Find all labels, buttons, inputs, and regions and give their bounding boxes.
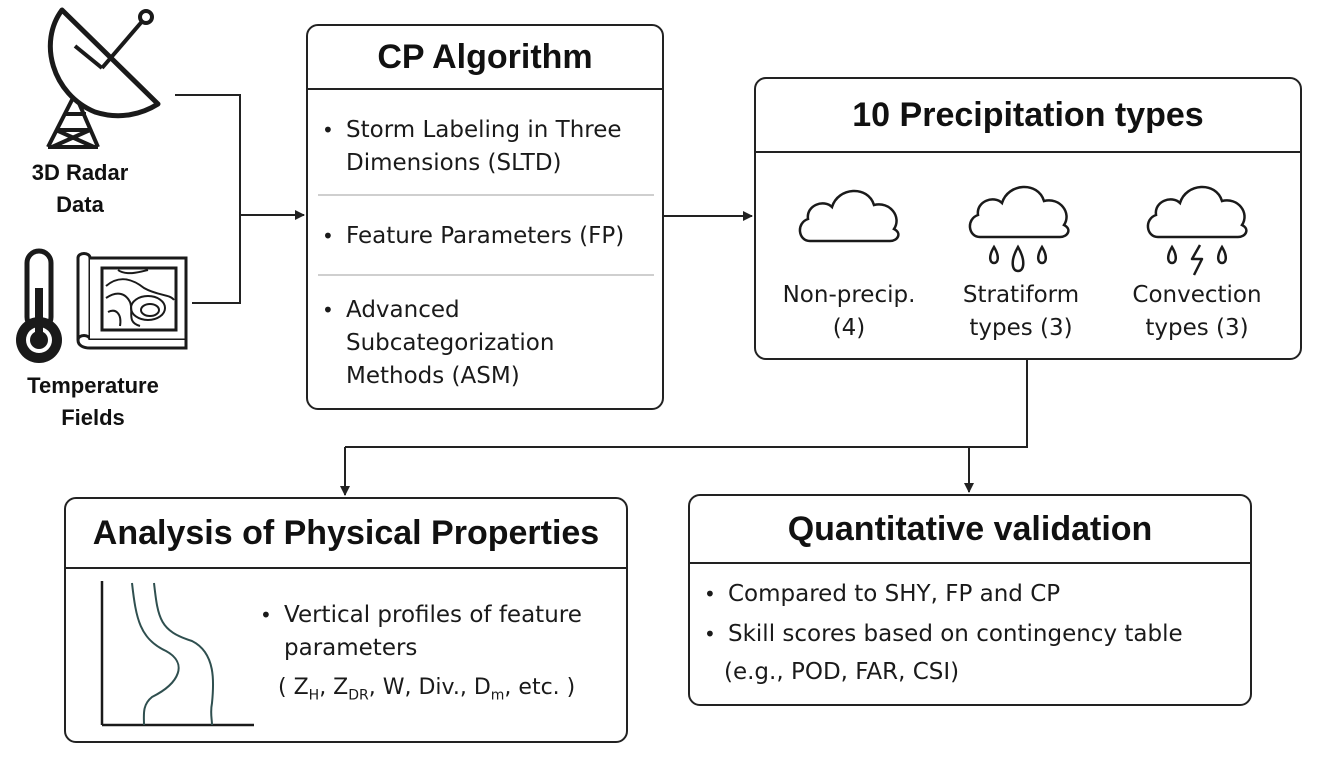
- separator: [318, 274, 654, 276]
- cloud-icon: [798, 189, 900, 243]
- convection-line2: types (3): [1145, 315, 1249, 341]
- precipitation-types-box: 10 Precipitation types Non-precip. (4) S…: [754, 77, 1302, 360]
- asm-item: Advanced Subcategorization Methods (ASM): [346, 294, 554, 393]
- types-to-branch-line: [345, 359, 1028, 448]
- quantitative-validation-box: Quantitative validation • Compared to SH…: [688, 494, 1252, 706]
- vertical-profile-plot: [100, 581, 254, 727]
- non-precip-line1: Non-precip.: [782, 282, 916, 308]
- precipitation-types-title: 10 Precipitation types: [756, 79, 1300, 153]
- vertical-profiles-item: Vertical profiles of feature parameters: [284, 599, 582, 665]
- bullet-dot: •: [322, 118, 334, 142]
- fp-line1: Feature Parameters (FP): [346, 223, 625, 249]
- compared-item: Compared to SHY, FP and CP: [728, 581, 1061, 607]
- fp-item: Feature Parameters (FP): [346, 220, 624, 253]
- convection-line1: Convection: [1132, 282, 1262, 308]
- radar-dish-icon: [46, 7, 161, 149]
- contour-map-icon: [76, 252, 188, 350]
- bullet-dot: •: [704, 582, 716, 606]
- non-precip-line2: (4): [832, 315, 866, 341]
- radar-to-junction-line: [175, 94, 241, 215]
- radar-label-line1: 3D Radar: [31, 160, 129, 185]
- thermometer-icon: [16, 248, 62, 363]
- asm-line1: Advanced: [346, 297, 460, 323]
- quantitative-validation-title: Quantitative validation: [690, 496, 1250, 564]
- bullet-dot: •: [704, 622, 716, 646]
- skill-scores-examples: (e.g., POD, FAR, CSI): [724, 659, 960, 685]
- cp-algorithm-title: CP Algorithm: [308, 26, 662, 90]
- radar-label-line2: Data: [56, 192, 104, 217]
- temp-to-junction-line: [192, 215, 241, 304]
- vertical-profiles-line2: parameters: [284, 635, 418, 661]
- temperature-fields-label: Temperature Fields: [0, 370, 186, 434]
- sltd-line2: Dimensions (SLTD): [346, 150, 562, 176]
- stratiform-label: Stratiform types (3): [936, 279, 1106, 345]
- separator: [318, 194, 654, 196]
- radar-data-label: 3D Radar Data: [10, 157, 150, 221]
- cloud-lightning-icon: [1146, 185, 1248, 276]
- stratiform-line2: types (3): [969, 315, 1073, 341]
- bullet-dot: •: [260, 603, 272, 627]
- non-precip-label: Non-precip. (4): [764, 279, 934, 345]
- temperature-label-line2: Fields: [61, 405, 125, 430]
- cloud-rain-icon: [968, 185, 1070, 273]
- asm-line3: Methods (ASM): [346, 363, 520, 389]
- skill-scores-item: Skill scores based on contingency table: [728, 621, 1183, 647]
- sltd-line1: Storm Labeling in Three: [346, 117, 622, 143]
- temperature-label-line1: Temperature: [27, 373, 159, 398]
- cp-algorithm-box: CP Algorithm • Storm Labeling in Three D…: [306, 24, 664, 410]
- sltd-item: Storm Labeling in Three Dimensions (SLTD…: [346, 114, 622, 180]
- convection-label: Convection types (3): [1112, 279, 1282, 345]
- parameter-list: ( ZH, ZDR, W, Div., Dm, etc. ): [278, 675, 576, 704]
- vertical-profiles-line1: Vertical profiles of feature: [284, 602, 582, 628]
- asm-line2: Subcategorization: [346, 330, 555, 356]
- bullet-dot: •: [322, 224, 334, 248]
- physical-properties-box: Analysis of Physical Properties • Vertic…: [64, 497, 628, 743]
- stratiform-line1: Stratiform: [962, 282, 1080, 308]
- bullet-dot: •: [322, 298, 334, 322]
- physical-properties-title: Analysis of Physical Properties: [66, 499, 626, 569]
